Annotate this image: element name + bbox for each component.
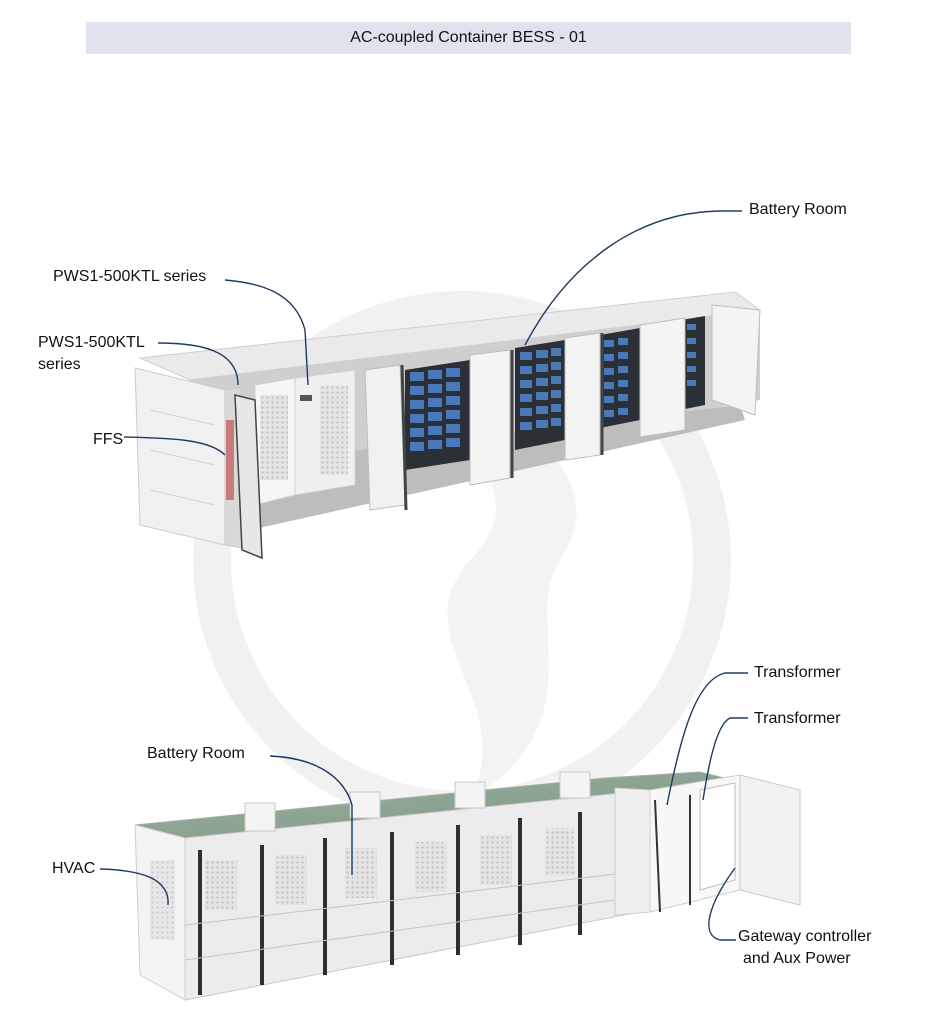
diagram-title: AC-coupled Container BESS - 01 [86,22,851,54]
label-pcs-2: PWS1-500KTL series [38,332,145,376]
top-container-floor [190,405,745,530]
battery-doors-bottom [184,771,651,995]
leader-transformer-2 [702,717,748,801]
label-battery-room-bottom: Battery Room [147,745,245,762]
top-container [134,291,762,560]
label-ffs: FFS [93,431,124,448]
label-gateway-line1: Gateway controller [738,928,872,945]
open-doors-top [364,304,761,511]
label-hvac: HVAC [52,860,96,877]
leader-lines [99,210,748,941]
battery-rack [515,340,565,450]
label-pcs-2-line2: series [38,356,81,373]
label-battery-room-top: Battery Room [749,201,847,218]
label-gateway: Gateway controller and Aux Power [738,926,871,970]
battery-rack [405,360,470,470]
leader-hvac [99,868,169,906]
leader-battery-room-top [524,210,742,346]
leader-pcs-2 [157,342,239,386]
label-gateway-line2: and Aux Power [743,950,851,967]
leader-transformer-1 [666,672,748,806]
bottom-container [134,771,801,1001]
pcs-cabinets [254,369,356,506]
label-pcs-1: PWS1-500KTL series [53,268,207,285]
label-transformer-2: Transformer [754,710,841,727]
transformer-section [614,774,801,916]
leader-ffs [123,436,226,456]
label-pcs-2-line1: PWS1-500KTL [38,334,145,351]
battery-rack [600,328,640,428]
leader-battery-room-bottom [269,755,353,875]
leader-pcs-1 [224,279,309,386]
leader-gateway [708,867,736,941]
battery-racks-top [405,316,705,470]
ffs-cabinet [134,367,263,560]
label-transformer-1: Transformer [754,664,841,681]
